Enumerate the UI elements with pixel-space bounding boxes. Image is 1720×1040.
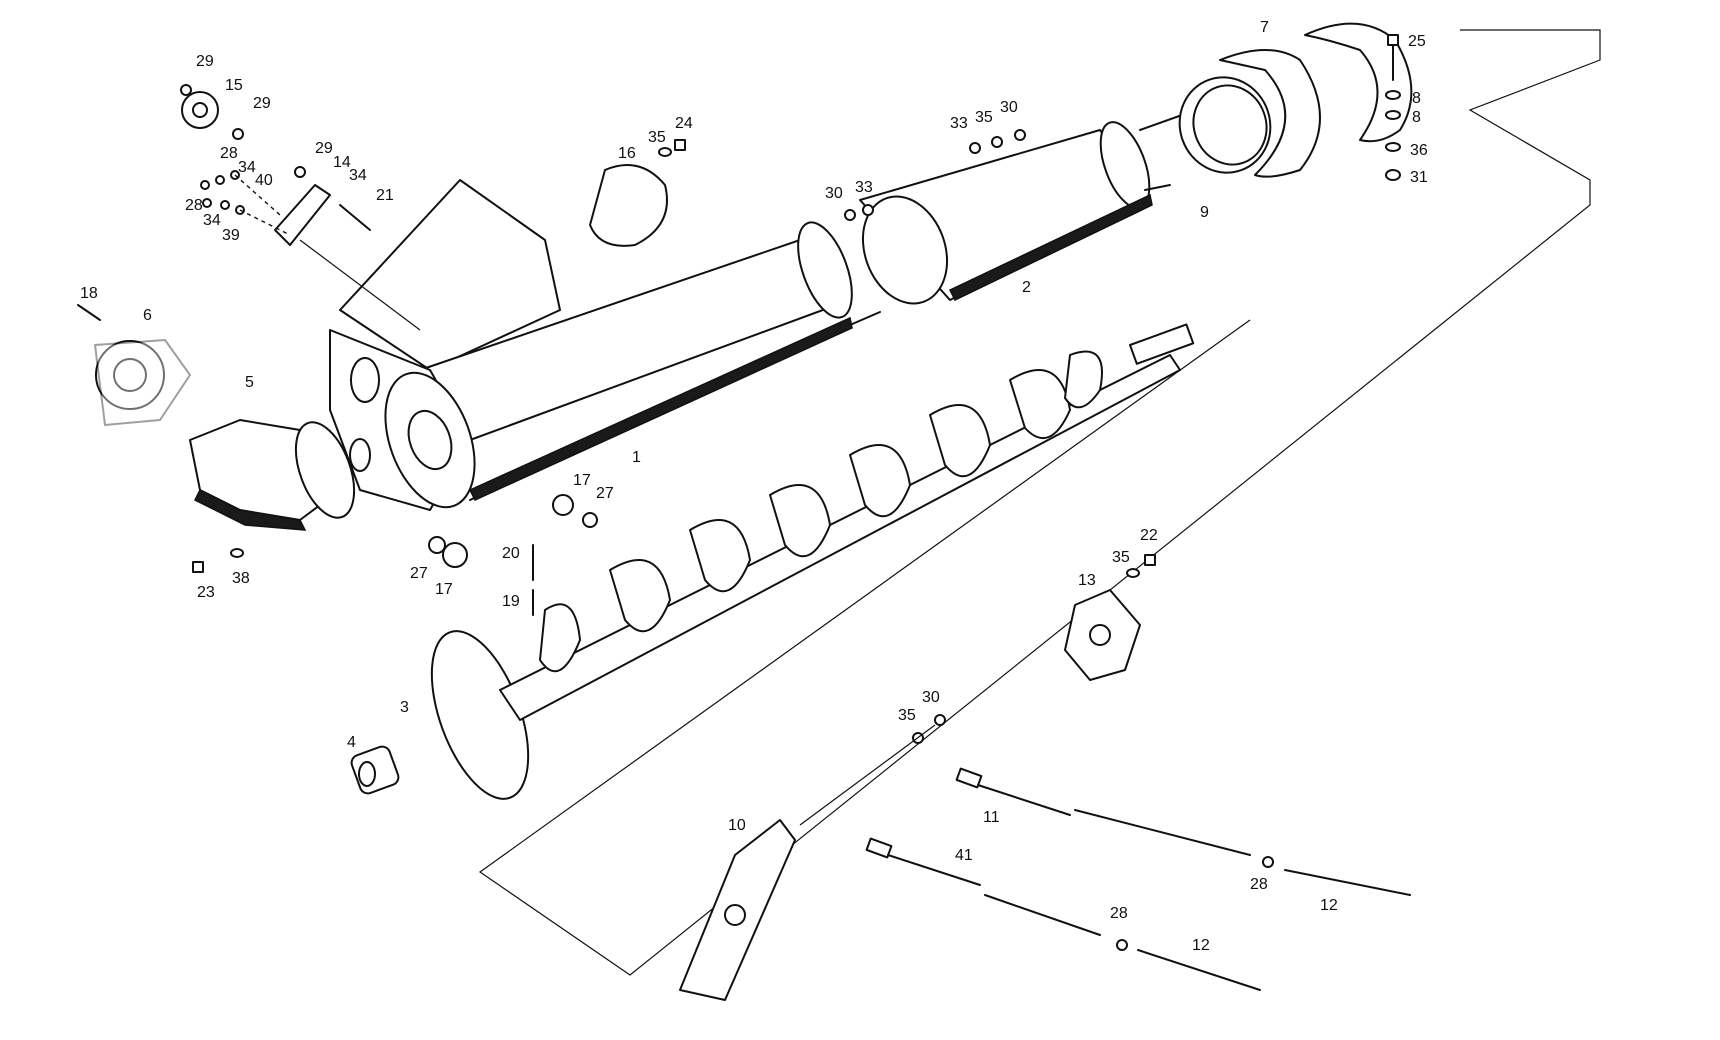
callout-29c: 29 <box>315 140 333 157</box>
auger-flight <box>430 323 1195 800</box>
sprocket <box>94 339 191 426</box>
callout-8b: 8 <box>1412 109 1421 126</box>
callout-21: 21 <box>376 187 394 204</box>
callout-19: 19 <box>502 593 520 610</box>
bushing <box>350 745 400 795</box>
callout-30c: 30 <box>922 689 940 706</box>
callout-labels: 1 2 3 4 5 6 7 8 8 9 10 11 12 12 13 14 15… <box>80 19 1428 954</box>
callout-7: 7 <box>1260 19 1269 36</box>
callout-39: 39 <box>222 227 240 244</box>
callout-17a: 17 <box>573 472 591 489</box>
callout-16: 16 <box>618 145 636 162</box>
small-hardware <box>192 494 598 616</box>
bracket-assembly <box>180 84 421 331</box>
gearbox <box>189 419 371 531</box>
callout-28c: 28 <box>1250 876 1268 893</box>
stay-rod-lower <box>865 837 1261 991</box>
callout-9: 9 <box>1200 204 1209 221</box>
callout-20: 20 <box>502 545 520 562</box>
callout-6: 6 <box>143 307 152 324</box>
callout-40: 40 <box>255 172 273 189</box>
callout-25: 25 <box>1408 33 1426 50</box>
callout-3: 3 <box>400 699 409 716</box>
callout-14: 14 <box>333 154 351 171</box>
callout-41: 41 <box>955 847 973 864</box>
bearing-flange <box>1064 554 1156 681</box>
callout-27b: 27 <box>410 565 428 582</box>
callout-18: 18 <box>80 285 98 302</box>
pin <box>77 304 101 321</box>
callout-8a: 8 <box>1412 90 1421 107</box>
callout-12b: 12 <box>1192 937 1210 954</box>
callout-31: 31 <box>1410 169 1428 186</box>
callout-11: 11 <box>983 809 1000 826</box>
callout-38: 38 <box>232 570 250 587</box>
callout-4: 4 <box>347 734 356 751</box>
flange-plate <box>679 819 796 1001</box>
callout-28a: 28 <box>220 145 238 162</box>
callout-28b: 28 <box>185 197 203 214</box>
callout-2: 2 <box>1022 279 1031 296</box>
callout-33b: 33 <box>855 179 873 196</box>
callout-35c: 35 <box>1112 549 1130 566</box>
callout-34a: 34 <box>238 159 256 176</box>
callout-30b: 30 <box>825 185 843 202</box>
reference-frame <box>478 29 1601 976</box>
callout-22: 22 <box>1140 527 1158 544</box>
callout-35a: 35 <box>648 129 666 146</box>
washer-set-bottom <box>799 714 946 826</box>
callout-30a: 30 <box>1000 99 1018 116</box>
stay-rod-upper <box>955 767 1411 896</box>
callout-12a: 12 <box>1320 897 1338 914</box>
callout-29a: 29 <box>196 53 214 70</box>
bolt-set-right <box>1385 34 1401 181</box>
callout-35b: 35 <box>975 109 993 126</box>
callout-23: 23 <box>197 584 215 601</box>
callout-24: 24 <box>675 115 693 132</box>
small-sprocket <box>181 91 219 129</box>
callout-36: 36 <box>1410 142 1428 159</box>
callout-34b: 34 <box>349 167 367 184</box>
callout-10: 10 <box>728 817 746 834</box>
callout-13: 13 <box>1078 572 1096 589</box>
callout-33a: 33 <box>950 115 968 132</box>
callout-35d: 35 <box>898 707 916 724</box>
callout-28d: 28 <box>1110 905 1128 922</box>
clamp-halves <box>1219 22 1413 178</box>
tube-section <box>859 104 1211 305</box>
callout-29b: 29 <box>253 95 271 112</box>
callout-17b: 17 <box>435 581 453 598</box>
callout-1: 1 <box>632 449 641 466</box>
callout-27a: 27 <box>596 485 614 502</box>
callout-15: 15 <box>225 77 243 94</box>
cover-plate <box>589 139 686 247</box>
washer-set-top <box>844 129 1026 221</box>
callout-5: 5 <box>245 374 254 391</box>
ring <box>1178 76 1272 174</box>
callout-34c: 34 <box>203 212 221 229</box>
